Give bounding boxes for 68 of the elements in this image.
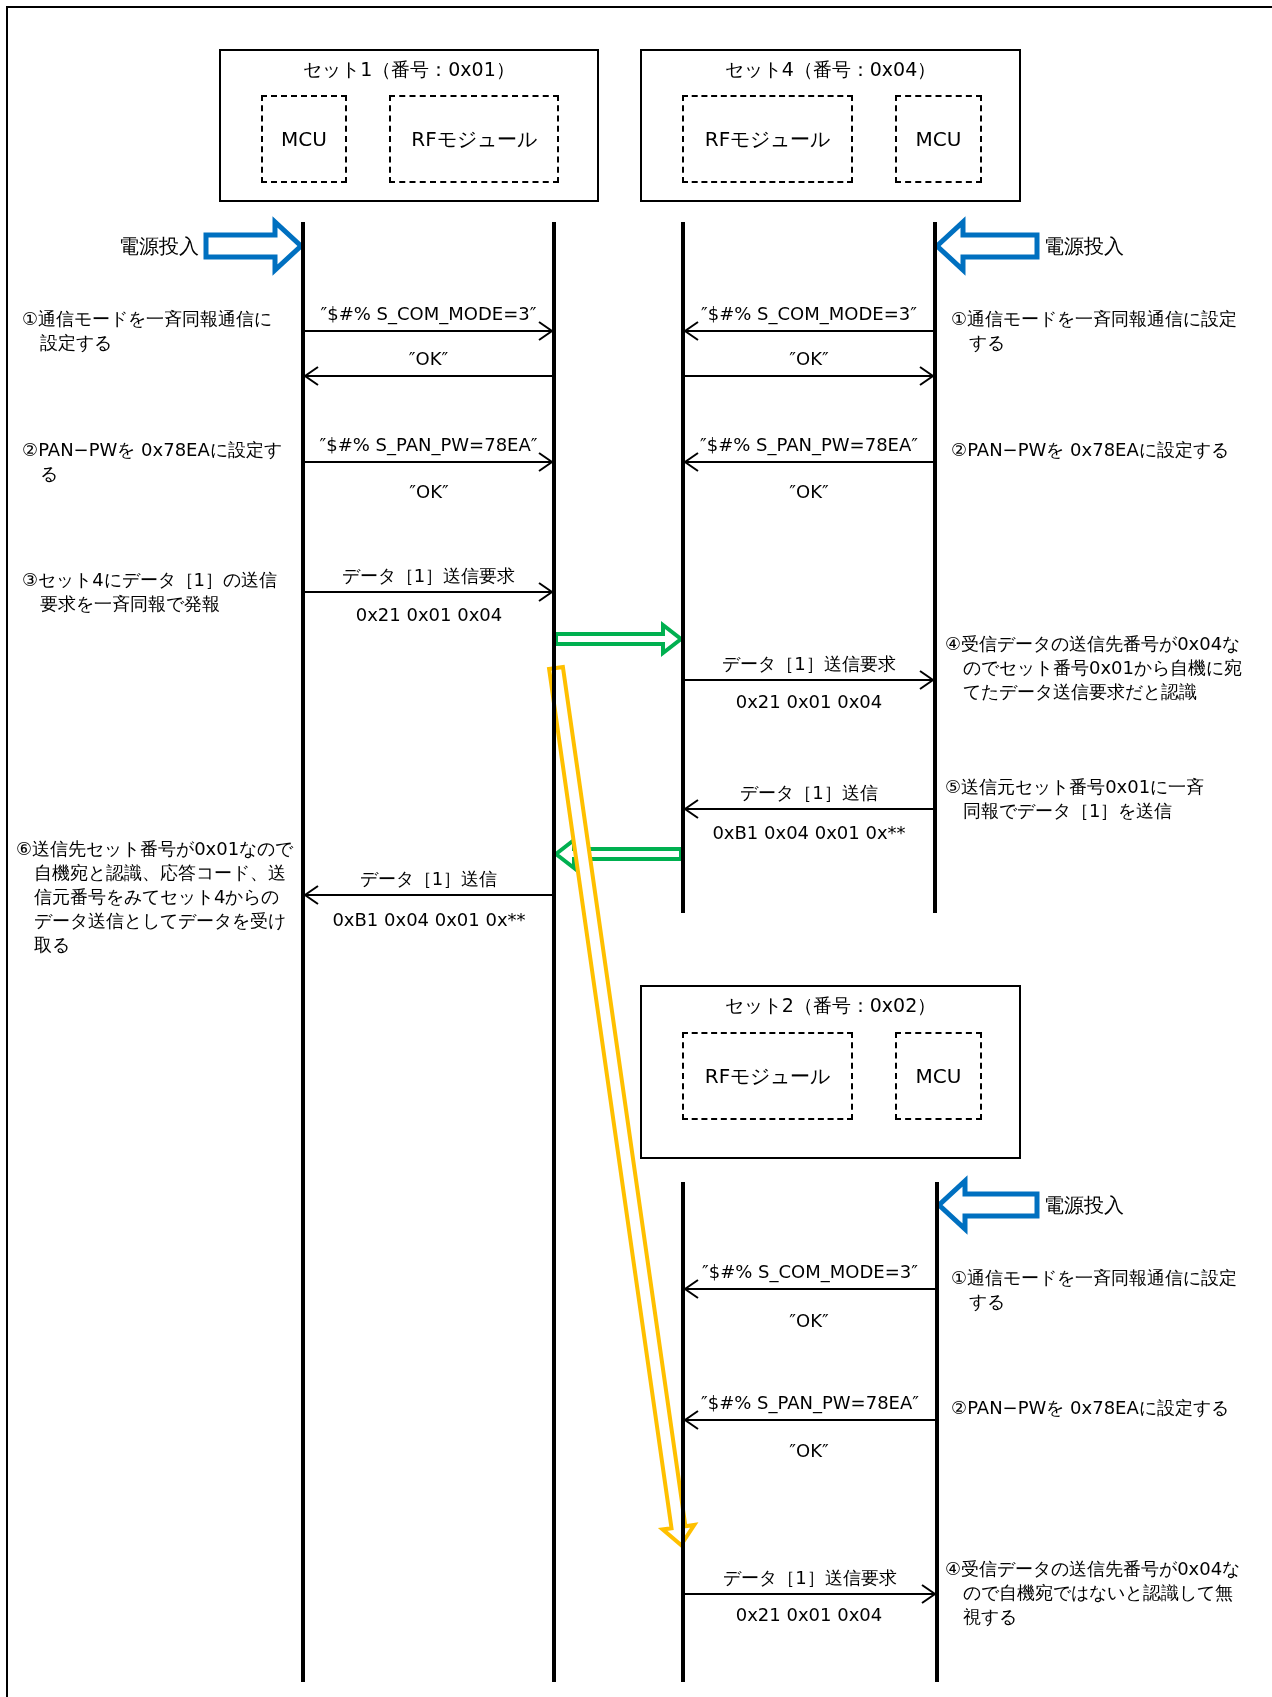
step-note: ①通信モードを一斉同報通信に設定する <box>22 307 274 355</box>
edge-label: データ［1］送信 <box>359 867 498 891</box>
message-arrow <box>304 452 553 472</box>
message-arrow <box>304 582 553 602</box>
lifeline <box>933 222 937 913</box>
device-box <box>219 49 599 202</box>
module-box: RFモジュール <box>389 95 559 183</box>
edge-label: ″$#% S_PAN_PW=78EA″ <box>700 434 918 455</box>
power-on-label: 電源投入 <box>112 231 206 261</box>
lifeline <box>681 1182 685 1682</box>
lifeline <box>552 222 556 1682</box>
message-arrow <box>684 321 934 341</box>
module-box: MCU <box>261 95 347 183</box>
message-arrow <box>684 799 934 819</box>
module-box: MCU <box>895 95 982 183</box>
edge-label: ″$#% S_COM_MODE=3″ <box>320 303 537 324</box>
step-note: ①通信モードを一斉同報通信に設定する <box>951 307 1239 355</box>
device-box <box>640 49 1021 202</box>
response-label: ″OK″ <box>409 481 449 502</box>
device-box <box>640 985 1021 1159</box>
step-note: ⑤送信元セット番号0x01に一斉同報でデータ［1］を送信 <box>945 775 1206 823</box>
message-arrow <box>304 885 553 905</box>
edge-label: ″OK″ <box>789 348 829 369</box>
response-label: ″OK″ <box>789 481 829 502</box>
lifeline <box>681 222 685 913</box>
edge-label: データ［1］送信要求 <box>723 1566 897 1590</box>
device-title: セット2（番号：0x02） <box>723 993 938 1018</box>
response-label: ″OK″ <box>789 1310 829 1331</box>
byte-sequence: 0x21 0x01 0x04 <box>735 1604 883 1625</box>
edge-label: ″$#% S_PAN_PW=78EA″ <box>701 1392 919 1413</box>
message-arrow <box>304 366 553 386</box>
power-on-label: 電源投入 <box>1037 1190 1131 1220</box>
power-on-label: 電源投入 <box>1037 231 1131 261</box>
edge-label: ″$#% S_COM_MODE=3″ <box>702 1261 918 1282</box>
edge-label: データ［1］送信要求 <box>722 652 896 676</box>
message-arrow <box>684 366 934 386</box>
message-arrow <box>684 1279 936 1299</box>
step-note: ⑥送信先セット番号が0x01なので自機宛と認識、応答コード、送信元番号をみてセット4からのデータ送信としてデータを受け取る <box>16 837 295 957</box>
edge-label: ″$#% S_COM_MODE=3″ <box>701 303 917 324</box>
edge-label: データ［1］送信 <box>740 781 878 805</box>
step-note: ①通信モードを一斉同報通信に設定する <box>951 1266 1239 1314</box>
module-box: RFモジュール <box>682 95 853 183</box>
module-box: MCU <box>895 1032 982 1120</box>
device-title: セット1（番号：0x01） <box>302 57 516 82</box>
step-note: ②PAN−PWを 0x78EAに設定する <box>22 438 283 486</box>
edge-label: ″OK″ <box>408 348 449 369</box>
message-arrow <box>304 321 553 341</box>
step-note: ②PAN−PWを 0x78EAに設定する <box>951 438 1230 462</box>
lifeline <box>301 222 305 1682</box>
module-box: RFモジュール <box>682 1032 853 1120</box>
message-arrow <box>684 1584 936 1604</box>
device-title: セット4（番号：0x04） <box>723 57 938 82</box>
byte-sequence: 0xB1 0x04 0x01 0x** <box>712 822 906 843</box>
message-arrow <box>684 670 934 690</box>
byte-sequence: 0xB1 0x04 0x01 0x** <box>332 909 526 930</box>
lifeline <box>935 1182 939 1682</box>
step-note: ②PAN−PWを 0x78EAに設定する <box>951 1396 1230 1420</box>
byte-sequence: 0x21 0x01 0x04 <box>735 691 883 712</box>
edge-label: ″$#% S_PAN_PW=78EA″ <box>319 434 538 455</box>
block-arrow <box>546 664 699 1548</box>
response-label: ″OK″ <box>789 1440 829 1461</box>
step-note: ③セット4にデータ［1］の送信要求を一斉同報で発報 <box>22 568 279 616</box>
step-note: ④受信データの送信先番号が0x04なのでセット番号0x01から自機に宛てたデータ送信要求だと認識 <box>945 632 1243 704</box>
message-arrow <box>684 1410 936 1430</box>
step-note: ④受信データの送信先番号が0x04なので自機宛ではないと認識して無視する <box>945 1557 1242 1629</box>
byte-sequence: 0x21 0x01 0x04 <box>355 604 503 625</box>
message-arrow <box>684 452 934 472</box>
edge-label: データ［1］送信要求 <box>341 564 516 588</box>
